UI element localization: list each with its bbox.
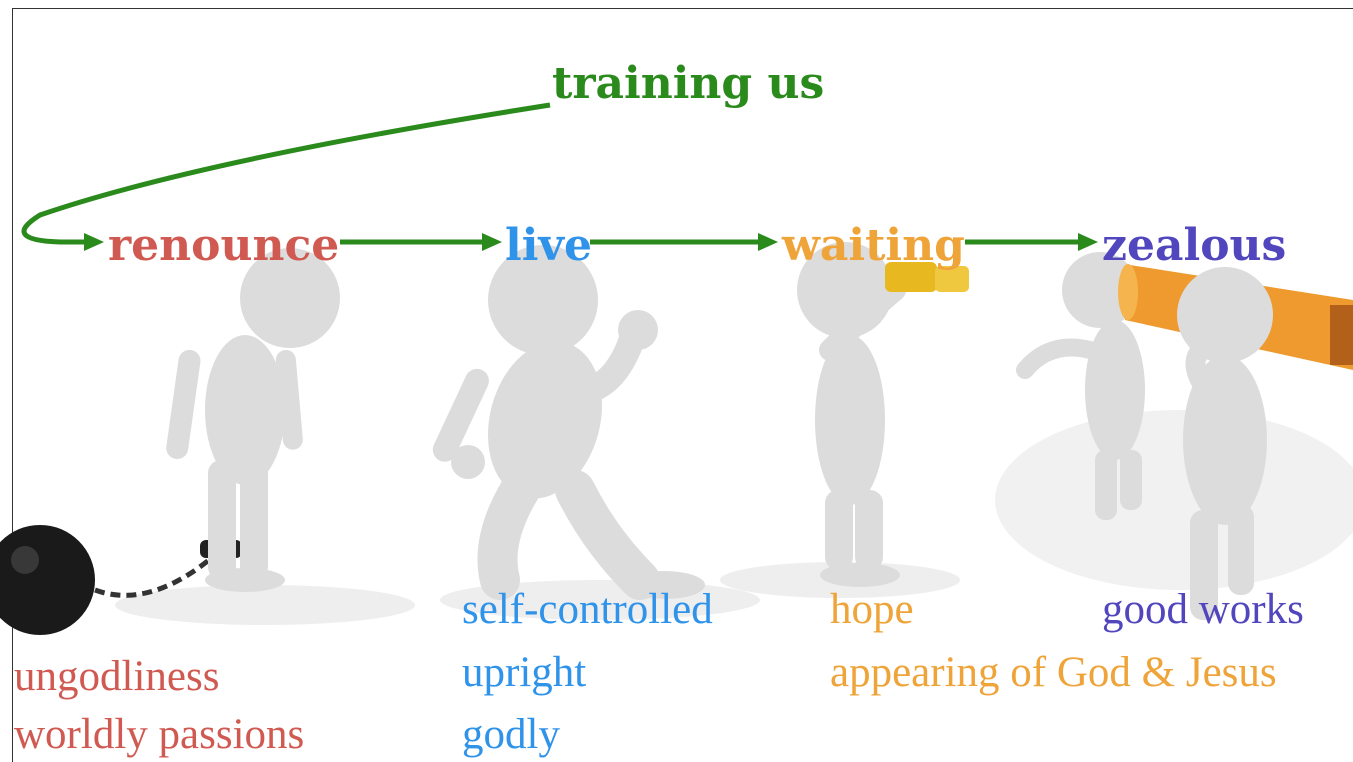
figure-waiting xyxy=(797,242,969,587)
waiting-label: waiting xyxy=(782,220,965,271)
training-us-title: training us xyxy=(552,58,825,109)
training-loop-arrow xyxy=(21,102,551,251)
renounce-item-worldly-passions: worldly passions xyxy=(14,711,305,758)
figure-zealous xyxy=(1016,252,1353,620)
figure-live xyxy=(432,245,705,600)
renounce-label: renounce xyxy=(108,220,340,271)
figure-renounce xyxy=(166,248,340,592)
zealous-label: zealous xyxy=(1102,220,1287,271)
waiting-item-hope: hope xyxy=(830,586,914,633)
slide-frame xyxy=(12,8,1353,762)
telescope-icon xyxy=(885,262,969,292)
live-item-self-controlled: self-controlled xyxy=(462,586,713,633)
live-item-upright: upright xyxy=(462,649,587,696)
figure-shadow-renounce xyxy=(115,585,415,625)
live-item-godly: godly xyxy=(462,711,560,758)
waiting-item-appearing: appearing of God & Jesus xyxy=(830,649,1277,696)
arrow-waiting-to-zealous xyxy=(965,233,1098,251)
arrow-live-to-waiting xyxy=(590,233,778,251)
zealous-item-good-works: good works xyxy=(1102,586,1304,633)
live-label: live xyxy=(505,220,592,271)
figure-shadow-zealous xyxy=(995,410,1353,590)
arrow-renounce-to-live xyxy=(340,233,502,251)
renounce-item-ungodliness: ungodliness xyxy=(14,653,220,700)
